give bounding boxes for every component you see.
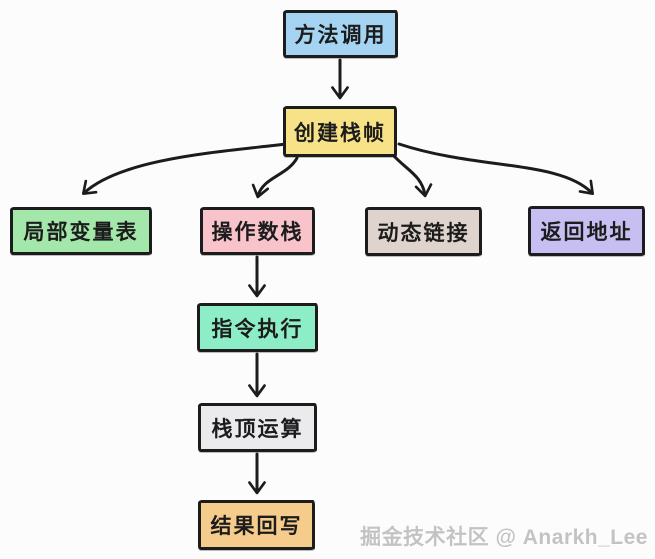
node-method-call: 方法调用 <box>283 10 398 58</box>
node-operand-stack-label: 操作数栈 <box>211 221 304 244</box>
node-result-write-back: 结果回写 <box>198 500 315 550</box>
node-local-variable-table: 局部变量表 <box>10 207 152 255</box>
node-return-address: 返回地址 <box>528 206 645 256</box>
node-create-stack-frame: 创建栈帧 <box>283 106 397 157</box>
node-method-call-label: 方法调用 <box>294 24 387 47</box>
node-stack-top-operation: 栈顶运算 <box>198 403 317 452</box>
edge-create-stack-frame-to-local-variable-table <box>81 142 288 195</box>
edge-create-stack-frame-to-dynamic-link <box>392 154 433 198</box>
edge-create-stack-frame-to-return-address <box>397 142 594 195</box>
node-dynamic-link: 动态链接 <box>365 207 482 256</box>
node-instruction-execution: 指令执行 <box>197 303 318 352</box>
node-local-variable-table-label: 局部变量表 <box>23 221 139 244</box>
node-result-write-back-label: 结果回写 <box>210 515 303 538</box>
edge-create-stack-frame-to-operand-stack <box>251 156 299 199</box>
node-dynamic-link-label: 动态链接 <box>377 221 470 245</box>
node-instruction-execution-label: 指令执行 <box>211 317 304 341</box>
node-return-address-label: 返回地址 <box>540 221 633 244</box>
watermark: 掘金技术社区 @ Anarkh_Lee <box>360 526 648 549</box>
node-stack-top-operation-label: 栈顶运算 <box>211 417 304 441</box>
node-operand-stack: 操作数栈 <box>200 207 315 255</box>
node-create-stack-frame-label: 创建栈帧 <box>294 121 386 145</box>
